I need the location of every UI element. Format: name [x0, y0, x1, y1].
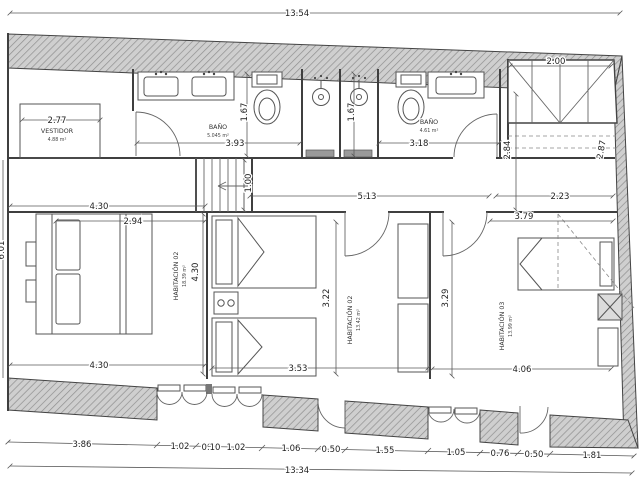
dim-bath2-depth: 1.67 — [347, 103, 357, 122]
dim-bedroom1-top: 4.30 — [90, 202, 109, 212]
dim-bath1-depth: 1.67 — [240, 103, 250, 122]
dim-hall-left: 5.13 — [358, 192, 377, 202]
dimension-lines — [2, 10, 637, 476]
facade-door-2 — [519, 406, 549, 434]
sink-icon — [435, 76, 477, 95]
dim-bedroom2-height-left: 3.22 — [322, 289, 332, 308]
single-bed-3 — [517, 237, 615, 291]
shower-icon — [305, 74, 335, 158]
door-bath2 — [453, 113, 498, 158]
dim-bottom-0: 3.86 — [73, 440, 92, 450]
double-bed — [25, 213, 153, 335]
dim-bedroom1-height: 4.30 — [191, 263, 201, 282]
room-bath1-area: 5.045 m² — [207, 133, 229, 139]
wardrobe — [397, 223, 429, 373]
single-beds — [211, 215, 317, 377]
dim-bottom-9: 0.50 — [525, 450, 544, 460]
bedroom3-closet — [597, 293, 623, 367]
room-bedroom3-name: HABITACIÓN 03 — [497, 302, 506, 351]
nightstand — [25, 279, 37, 303]
facade-door-1 — [317, 400, 346, 429]
sink-icon — [143, 76, 179, 97]
dim-bedroom1-bed: 2.94 — [124, 217, 143, 227]
room-vestidor-name: VESTIDOR — [41, 128, 74, 135]
dim-bottom-10: 1.81 — [583, 451, 602, 461]
dim-bath2-width: 3.18 — [410, 139, 429, 149]
room-bedroom1-area: 18.39 m² — [182, 265, 188, 287]
facade-window-1 — [156, 384, 263, 407]
bottom-wall-seg4 — [479, 409, 519, 446]
bottom-wall-seg2 — [262, 394, 319, 432]
bath1-fixtures — [137, 70, 335, 158]
dim-total-bottom: 13.34 — [285, 466, 309, 476]
stair-main — [195, 158, 248, 212]
dim-left-height: 6.01 — [0, 241, 7, 260]
nightstand — [213, 291, 239, 315]
room-bath1-name: BAÑO — [209, 122, 227, 131]
dim-bottom-4: 1.06 — [282, 444, 301, 454]
dim-hall-right: 2.23 — [551, 192, 570, 202]
dim-right-depth-b: 2.87 — [595, 139, 608, 159]
dim-bottom-3: 1.02 — [227, 443, 246, 453]
room-vestidor-area: 4.88 m² — [48, 137, 67, 143]
dim-bottom-1: 1.02 — [171, 442, 190, 452]
room-bath2-area: 4.61 m² — [420, 128, 439, 134]
dim-bottom-6: 1.55 — [376, 446, 395, 456]
dim-bedroom2-height-right: 3.29 — [441, 289, 451, 308]
room-bedroom2-name: HABITACIÓN 02 — [345, 296, 354, 345]
toilet-icon — [251, 71, 283, 125]
dim-bottom-8: 0.76 — [491, 449, 510, 459]
dim-bottom-2: 0.10 — [202, 443, 221, 453]
door-bath1 — [135, 111, 181, 157]
dim-bedroom3-bottom: 4.06 — [513, 365, 532, 375]
door-bedroom3 — [442, 211, 488, 257]
room-bedroom1-name: HABITACIÓN 02 — [171, 252, 180, 301]
sink-icon — [191, 76, 227, 97]
nightstand — [25, 241, 37, 267]
dim-bedroom3-top: 3.79 — [515, 212, 534, 222]
toilet-icon — [395, 71, 427, 125]
bottom-wall-seg5 — [549, 414, 639, 449]
facade-window-2 — [427, 406, 481, 424]
dim-bath1-width: 3.93 — [226, 139, 245, 149]
dim-vestidor-width: 2.77 — [48, 116, 67, 126]
bedroom3-ceiling-lines — [557, 213, 635, 309]
stair-upper — [507, 59, 618, 149]
dim-bedroom1-bottom: 4.30 — [90, 361, 109, 371]
dim-bottom-7: 1.05 — [447, 448, 466, 458]
labels: 13.54 13.34 2.77 VESTIDOR 4.88 m² BAÑO 5… — [0, 8, 610, 478]
dim-stair-core-width: 1.00 — [244, 174, 254, 193]
vestidor-closet — [19, 103, 101, 159]
right-wall — [613, 55, 639, 449]
bottom-wall-seg3 — [344, 400, 429, 440]
dim-total-top: 13.54 — [285, 9, 309, 19]
bottom-wall-seg1 — [7, 377, 158, 421]
room-bedroom2-area: 13.42 m² — [356, 309, 362, 331]
room-bath2-name: BAÑO — [420, 117, 438, 126]
door-bedroom2 — [344, 211, 390, 257]
dim-bedroom2-bottom: 3.53 — [289, 364, 308, 374]
room-bedroom3-area: 13.99 m² — [508, 315, 514, 337]
dim-right-depth-a: 2.84 — [503, 141, 513, 160]
dim-stair-width-top: 2.00 — [547, 57, 566, 67]
dim-bottom-5: 0.50 — [322, 445, 341, 455]
